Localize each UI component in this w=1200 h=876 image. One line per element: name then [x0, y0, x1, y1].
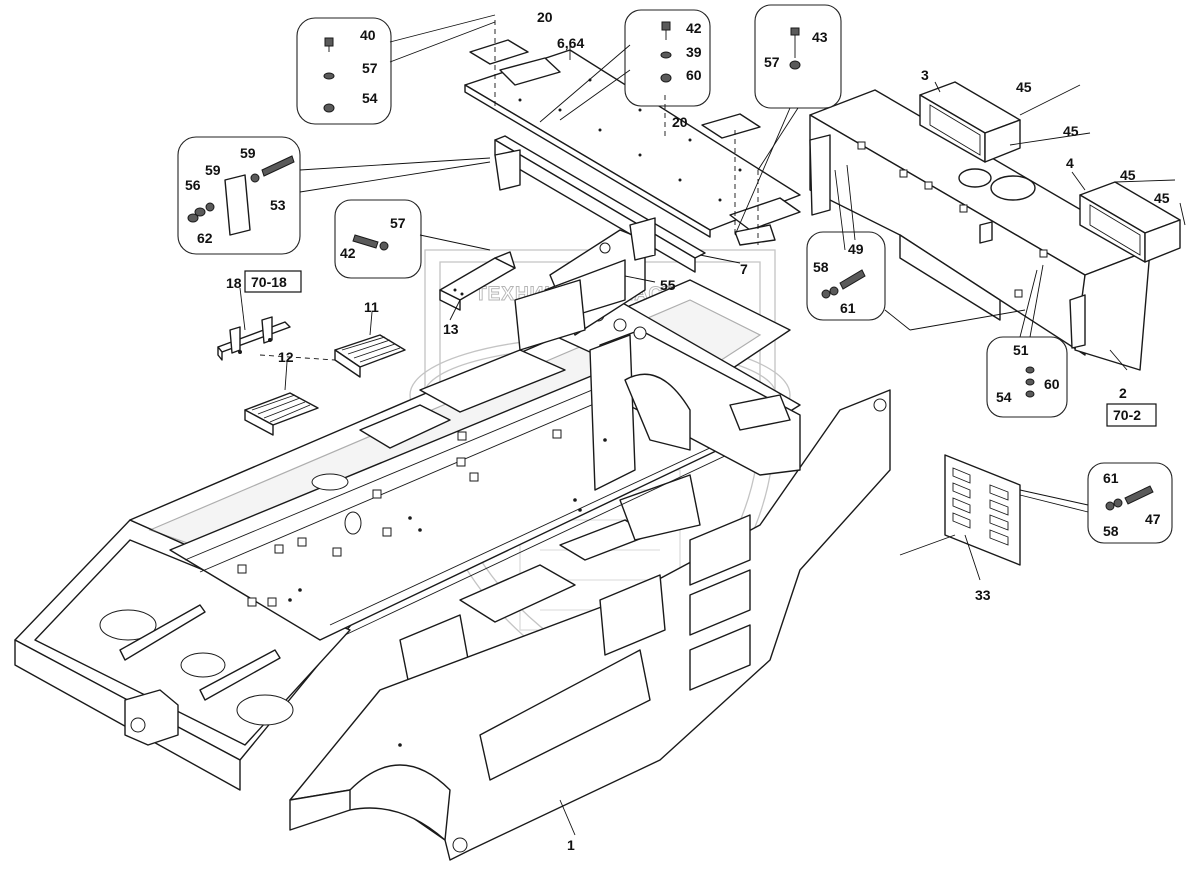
- callout-51: 51: [1013, 342, 1029, 358]
- callout-61b: 61: [1103, 470, 1119, 486]
- callout-39: 39: [686, 44, 702, 60]
- callout-4: 4: [1066, 155, 1074, 171]
- callout-33: 33: [975, 587, 991, 603]
- callout-59a: 59: [240, 145, 256, 161]
- callout-6-64: 6,64: [557, 35, 584, 51]
- callout-labels: 20 6,64 20 7 55 13 11 12 18 3 45 45 4 45…: [226, 9, 1170, 853]
- callout-57b: 57: [764, 54, 780, 70]
- callout-60b: 60: [1044, 376, 1060, 392]
- callout-43: 43: [812, 29, 828, 45]
- callout-45c: 45: [1120, 167, 1136, 183]
- callout-53: 53: [270, 197, 286, 213]
- callout-47: 47: [1145, 511, 1161, 527]
- callout-45a: 45: [1016, 79, 1032, 95]
- callout-2: 2: [1119, 385, 1127, 401]
- callout-58b: 58: [1103, 523, 1119, 539]
- callout-3: 3: [921, 67, 929, 83]
- reference-box-70-2[interactable]: 70-2: [1106, 403, 1157, 427]
- detail-bubble-e: 57 42: [334, 199, 422, 279]
- callout-42b: 42: [340, 245, 356, 261]
- steps-part: [217, 251, 1021, 566]
- detail-bubble-b: 42 39 60: [624, 9, 711, 107]
- callout-58: 58: [813, 259, 829, 275]
- callout-11: 11: [364, 299, 379, 315]
- top-cover-plate-part: [464, 39, 801, 273]
- detail-bubble-h: 61 58 47: [1087, 462, 1173, 544]
- reference-box-70-18[interactable]: 70-18: [244, 270, 302, 293]
- callout-18: 18: [226, 275, 242, 291]
- detail-bubble-a: 40 57 54: [296, 17, 392, 125]
- detail-bubble-g: 51 60 54: [986, 336, 1068, 418]
- detail-bubble-d: 59 59 56 53 62: [177, 136, 301, 255]
- main-frame-part: [14, 229, 891, 861]
- detail-bubble-f: 49 58 61: [806, 231, 886, 321]
- callout-49: 49: [848, 241, 864, 257]
- callout-1: 1: [567, 837, 575, 853]
- callout-54: 54: [362, 90, 378, 106]
- callout-61: 61: [840, 300, 856, 316]
- frame-holes: [237, 429, 607, 747]
- callout-54b: 54: [996, 389, 1012, 405]
- reference-70-18-label: 70-18: [251, 274, 287, 290]
- callout-12: 12: [278, 349, 294, 365]
- callout-13: 13: [443, 321, 459, 337]
- callout-55: 55: [660, 277, 676, 293]
- detail-bubble-c: 43 57: [754, 4, 842, 109]
- leader-lines: [239, 14, 1186, 836]
- callout-57: 57: [362, 60, 378, 76]
- callout-45d: 45: [1154, 190, 1170, 206]
- callout-45b: 45: [1063, 123, 1079, 139]
- callout-20-right: 20: [672, 114, 688, 130]
- callout-42: 42: [686, 20, 702, 36]
- callout-56: 56: [185, 177, 201, 193]
- callout-20-top: 20: [537, 9, 553, 25]
- callout-59b: 59: [205, 162, 221, 178]
- callout-62: 62: [197, 230, 213, 246]
- reference-70-2-label: 70-2: [1113, 407, 1141, 423]
- callout-57c: 57: [390, 215, 406, 231]
- rear-housing-part: [809, 81, 1181, 371]
- callout-60: 60: [686, 67, 702, 83]
- callout-40: 40: [360, 27, 376, 43]
- callout-7: 7: [740, 261, 748, 277]
